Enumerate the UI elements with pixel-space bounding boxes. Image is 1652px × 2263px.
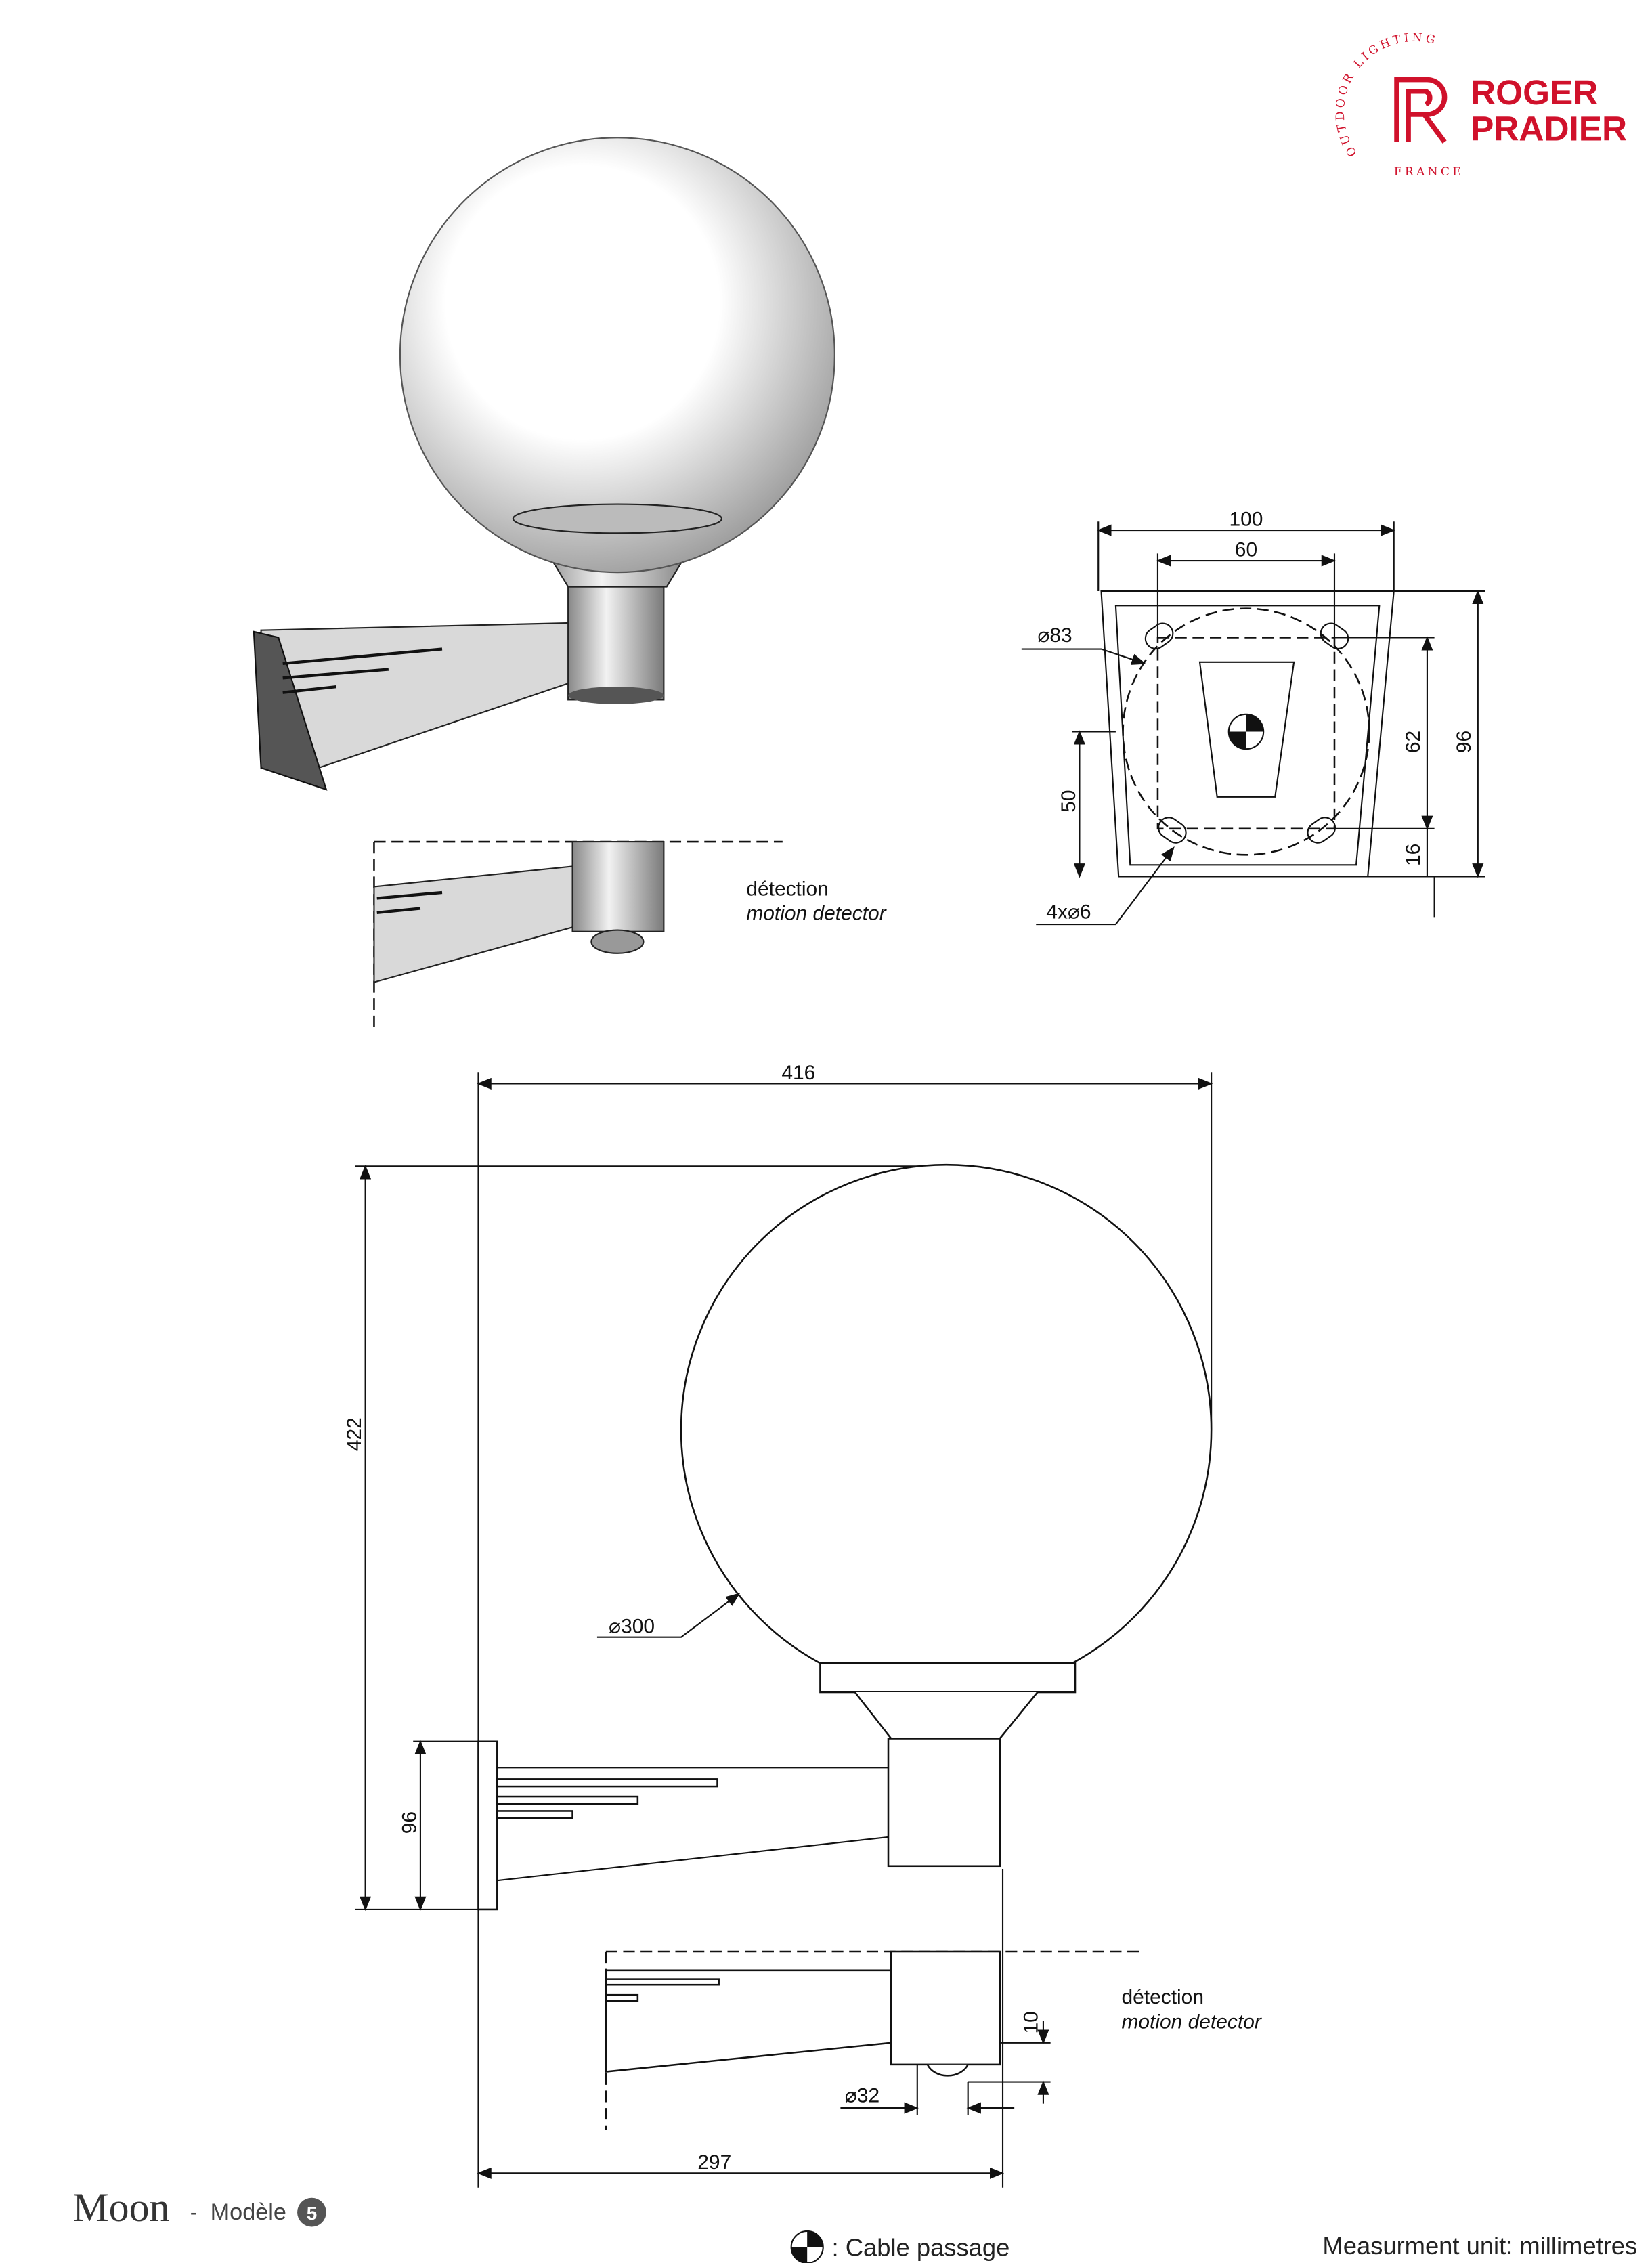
dim-total-height: 422 bbox=[343, 1417, 366, 1451]
motion-detector-label: motion detector bbox=[1121, 2010, 1261, 2033]
lamp-3d-view bbox=[253, 137, 835, 791]
dim-holes: 4x⌀6 bbox=[1046, 901, 1091, 923]
detection-label: détection bbox=[746, 878, 829, 900]
logo-r-mark bbox=[1394, 77, 1448, 144]
model-label: Modèle bbox=[211, 2199, 286, 2225]
dim-detector-diameter: ⌀32 bbox=[845, 2085, 879, 2107]
detection-label: détection bbox=[1121, 1986, 1204, 2008]
motion-detector-label: motion detector bbox=[746, 903, 886, 925]
dim-detector-height: 10 bbox=[1020, 2011, 1042, 2033]
dim-projection: 297 bbox=[697, 2151, 731, 2174]
logo-line1: ROGER bbox=[1471, 73, 1598, 112]
logo-line2: PRADIER bbox=[1471, 110, 1627, 148]
mounting-plate-view: 100 60 96 62 16 50 ⌀83 4x⌀6 bbox=[1021, 509, 1485, 926]
footer: Moon - Modèle 5 : Cable passage Measurme… bbox=[72, 2185, 1637, 2263]
dim-circle-diameter: ⌀83 bbox=[1037, 624, 1072, 647]
cable-passage-symbol bbox=[1227, 713, 1265, 750]
separator: - bbox=[190, 2200, 198, 2224]
product-name: Moon bbox=[72, 2185, 169, 2230]
model-badge bbox=[297, 2197, 326, 2227]
dim-hole-height: 62 bbox=[1402, 731, 1425, 753]
motion-detector-detail-bottom: 10 ⌀32 détection motion detector bbox=[605, 1950, 1262, 2130]
logo-ring-text: OUTDOOR LIGHTING bbox=[1334, 31, 1439, 159]
dim-plate-height: 96 bbox=[1453, 731, 1475, 753]
dim-total-width: 416 bbox=[781, 1062, 815, 1084]
dim-plate-height-side: 96 bbox=[399, 1811, 421, 1834]
motion-detector-detail-top: détection motion detector bbox=[373, 840, 887, 1029]
dim-hole-spacing: 60 bbox=[1235, 539, 1257, 561]
dim-globe-diameter: ⌀300 bbox=[609, 1615, 655, 1637]
logo-ring-bottom: FRANCE bbox=[1394, 165, 1464, 179]
brand-logo: OUTDOOR LIGHTING FRANCE ROGER PRADIER bbox=[1334, 31, 1627, 179]
dim-bottom-offset: 16 bbox=[1402, 844, 1425, 866]
dim-plate-width: 100 bbox=[1229, 509, 1263, 531]
main-side-view: 416 422 96 ⌀300 297 bbox=[343, 1062, 1213, 2188]
model-number: 5 bbox=[307, 2203, 317, 2224]
measurement-unit: Measurment unit: millimetres bbox=[1322, 2232, 1637, 2260]
cable-passage-legend: : Cable passage bbox=[832, 2233, 1010, 2261]
cable-passage-legend-icon bbox=[790, 2230, 824, 2263]
dim-center-height: 50 bbox=[1058, 790, 1080, 813]
